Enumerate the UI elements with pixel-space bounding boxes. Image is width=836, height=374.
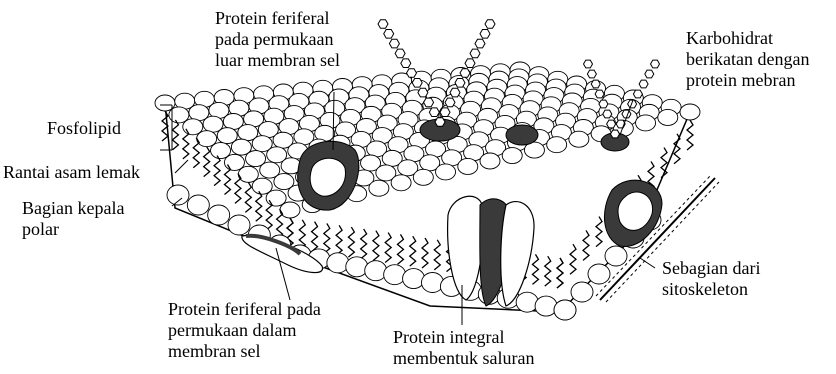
fatty-acid-tail (687, 120, 693, 150)
phospholipid-head (547, 137, 567, 153)
phospholipid-head (605, 246, 627, 266)
sugar-unit (651, 60, 660, 68)
phospholipid-head (167, 185, 189, 205)
label-phospholipid: Fosfolipid (47, 118, 121, 139)
phospholipid-head (480, 153, 500, 169)
phospholipid-head (403, 269, 425, 289)
sugar-unit (384, 30, 394, 39)
phospholipid-head (280, 202, 300, 218)
sugar-unit (450, 88, 460, 97)
phospholipid-head (535, 296, 557, 316)
sugar-unit (611, 130, 620, 138)
label-fatty-acid-chain: Rantai asam lemak (3, 162, 140, 183)
sugar-unit (418, 88, 428, 97)
sugar-unit (470, 49, 480, 58)
phospholipid-head (365, 261, 387, 281)
right-integral-protein (604, 180, 662, 246)
sugar-unit (603, 110, 612, 118)
sugar-unit (595, 90, 604, 98)
phospholipid-head (636, 115, 656, 131)
phospholipid-head (571, 282, 593, 302)
sugar-unit (389, 39, 399, 48)
phospholipid-head (208, 205, 230, 225)
sugar-unit (401, 59, 411, 68)
phospholipid-head (384, 265, 406, 285)
sugar-unit (475, 39, 485, 48)
sugar-unit (412, 79, 422, 88)
phospholipid-head (422, 273, 444, 293)
phospholipid-head (346, 257, 368, 277)
sugar-unit (407, 69, 417, 78)
sugar-unit (465, 59, 475, 68)
sugar-unit (445, 98, 455, 107)
phospholipid-head (228, 215, 250, 235)
label-peripheral-outer: Protein feriferal pada permukaan luar me… (215, 8, 340, 71)
sugar-unit (440, 108, 450, 117)
sugar-unit (435, 118, 445, 127)
phospholipid-head (569, 131, 589, 147)
label-polar-head: Bagian kepala polar (22, 198, 124, 240)
phospholipid-head (369, 180, 389, 196)
phospholipid-head (327, 253, 349, 273)
sugar-unit (633, 90, 642, 98)
sugar-unit (455, 79, 465, 88)
sugar-unit (587, 70, 596, 78)
sugar-unit (584, 60, 593, 68)
sugar-unit (460, 69, 470, 78)
phospholipid-head (391, 175, 411, 191)
sugar-unit (480, 30, 490, 39)
sugar-unit (607, 120, 616, 128)
sugar-unit (429, 108, 439, 117)
sugar-unit (591, 80, 600, 88)
phospholipid-head (516, 292, 538, 312)
label-integral-channel: Protein integral membentuk saluran (393, 327, 534, 369)
phospholipid-head (658, 109, 678, 125)
label-peripheral-inner: Protein feriferal pada permukaan dalam m… (168, 299, 321, 362)
phospholipid-head (458, 158, 478, 174)
phospholipid-head (680, 104, 700, 120)
sugar-unit (485, 20, 495, 29)
fatty-acid-tail (162, 111, 168, 141)
phospholipid-head (554, 300, 576, 320)
label-carbohydrate: Karbohidrat berikatan dengan protein meb… (686, 28, 809, 91)
sugar-unit (378, 20, 388, 29)
sugar-unit (395, 49, 405, 58)
sugar-unit (424, 98, 434, 107)
sugar-unit (639, 80, 648, 88)
label-cytoskeleton: Sebagian dari sitoskeleton (662, 258, 760, 300)
sugar-unit (645, 70, 654, 78)
sugar-unit (599, 100, 608, 108)
phospholipid-head (413, 169, 433, 185)
phospholipid-head (187, 195, 209, 215)
phospholipid-head (502, 148, 522, 164)
phospholipid-head (436, 164, 456, 180)
phospholipid-head (588, 264, 610, 284)
